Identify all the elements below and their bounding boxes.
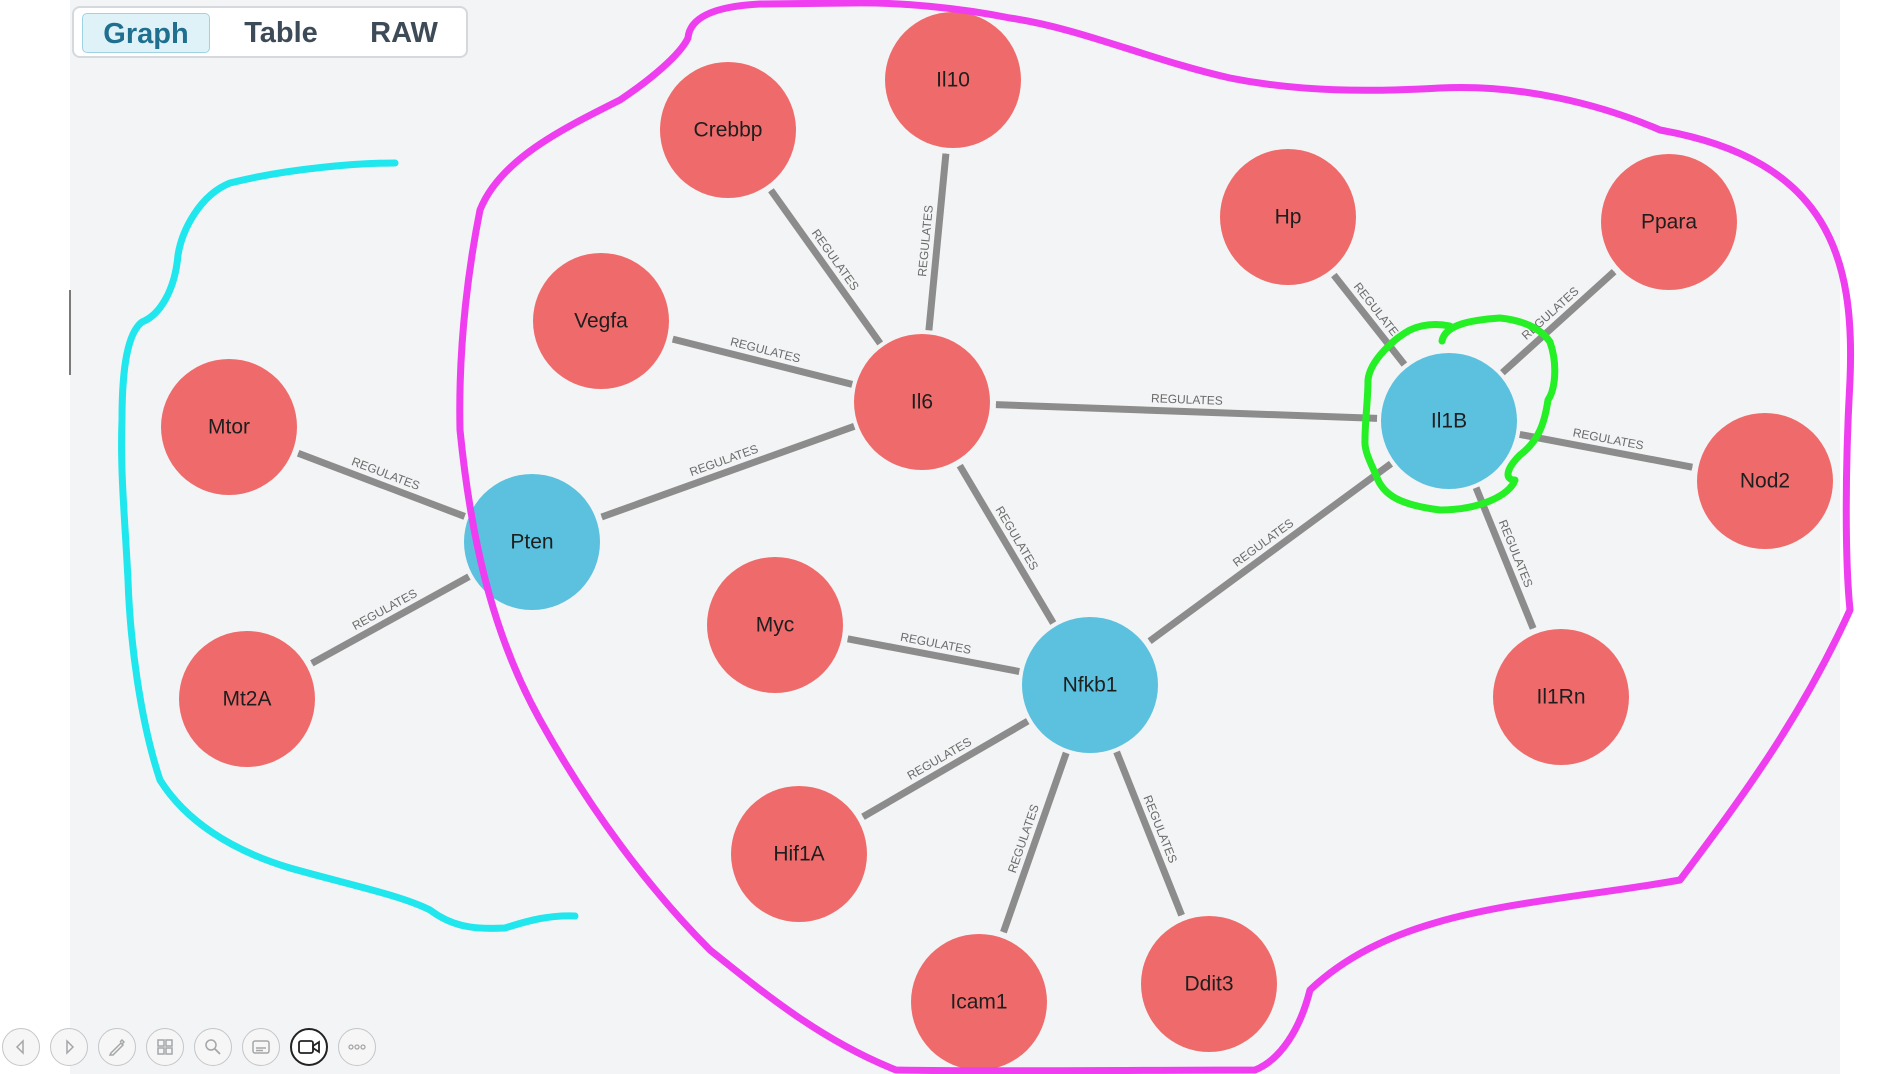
slides-grid-icon xyxy=(157,1039,173,1055)
node-label: Il6 xyxy=(911,391,933,414)
edge-il6-vegfa[interactable] xyxy=(671,335,854,388)
node-circle[interactable] xyxy=(1493,629,1629,765)
zoom-icon xyxy=(205,1039,221,1055)
node-crebbp[interactable]: Crebbp xyxy=(660,62,796,198)
node-circle[interactable] xyxy=(1697,413,1833,549)
node-label: Hif1A xyxy=(773,843,824,866)
node-mt2a[interactable]: Mt2A xyxy=(179,631,315,767)
previous-slide-button[interactable] xyxy=(2,1028,40,1066)
edge-nfkb1-ddit3[interactable] xyxy=(1113,750,1185,917)
edge-pten-mtor[interactable] xyxy=(296,449,466,520)
edge-il6-crebbp[interactable] xyxy=(768,188,884,346)
node-hif1a[interactable]: Hif1A xyxy=(731,786,867,922)
edge-il1b-nod2[interactable] xyxy=(1519,430,1693,471)
node-label: Myc xyxy=(756,614,795,637)
node-label: Pten xyxy=(510,531,553,554)
node-label: Icam1 xyxy=(950,991,1007,1014)
magenta-highlight-annotation xyxy=(456,0,1855,1074)
node-circle[interactable] xyxy=(854,334,990,470)
node-il10[interactable]: Il10 xyxy=(885,12,1021,148)
edge-il6-il10[interactable] xyxy=(925,153,950,331)
edge-il1b-nfkb1[interactable] xyxy=(1147,460,1394,644)
node-ppara[interactable]: Ppara xyxy=(1601,154,1737,290)
subtitles-button[interactable] xyxy=(242,1028,280,1066)
node-label: Mtor xyxy=(208,416,250,439)
node-il6[interactable]: Il6 xyxy=(854,334,990,470)
node-circle[interactable] xyxy=(911,934,1047,1070)
node-circle[interactable] xyxy=(179,631,315,767)
pen-icon xyxy=(108,1038,126,1056)
node-hp[interactable]: Hp xyxy=(1220,149,1356,285)
edge-nfkb1-hif1a[interactable] xyxy=(861,718,1030,820)
node-label: Hp xyxy=(1275,206,1302,229)
node-label: Nod2 xyxy=(1740,470,1790,493)
node-label: Ppara xyxy=(1641,211,1697,234)
node-label: Mt2A xyxy=(222,688,271,711)
subtitles-icon xyxy=(252,1040,270,1054)
tab-raw[interactable]: RAW xyxy=(370,17,438,49)
slides-grid-button[interactable] xyxy=(146,1028,184,1066)
node-label: Il1B xyxy=(1431,410,1467,433)
node-label: Crebbp xyxy=(694,119,763,142)
tab-table[interactable]: Table xyxy=(244,17,318,49)
edge-il6-pten[interactable] xyxy=(600,423,856,521)
previous-slide-icon xyxy=(15,1039,24,1055)
node-circle[interactable] xyxy=(464,474,600,610)
more-options-button[interactable] xyxy=(338,1028,376,1066)
node-nfkb1[interactable]: Nfkb1 xyxy=(1022,617,1158,753)
zoom-button[interactable] xyxy=(194,1028,232,1066)
node-label: Vegfa xyxy=(574,310,628,333)
node-circle[interactable] xyxy=(161,359,297,495)
node-label: Ddit3 xyxy=(1184,973,1233,996)
node-il1rn[interactable]: Il1Rn xyxy=(1493,629,1629,765)
node-pten[interactable]: Pten xyxy=(464,474,600,610)
edge-il1b-ppara[interactable] xyxy=(1500,269,1617,376)
edge-nfkb1-icam1[interactable] xyxy=(1000,751,1070,934)
cyan-highlight-annotation xyxy=(118,159,579,932)
node-icam1[interactable]: Icam1 xyxy=(911,934,1047,1070)
node-circle[interactable] xyxy=(1141,916,1277,1052)
node-label: Nfkb1 xyxy=(1063,674,1118,697)
edge-pten-mt2a[interactable] xyxy=(310,573,471,667)
more-options-icon xyxy=(348,1044,366,1050)
node-ddit3[interactable]: Ddit3 xyxy=(1141,916,1277,1052)
tab-graph[interactable]: Graph xyxy=(82,13,210,53)
edge-label: REGULATES xyxy=(1151,391,1223,408)
node-mtor[interactable]: Mtor xyxy=(161,359,297,495)
green-highlight-annotation xyxy=(1361,314,1559,514)
node-label: Il1Rn xyxy=(1536,686,1585,709)
node-nod2[interactable]: Nod2 xyxy=(1697,413,1833,549)
next-slide-button[interactable] xyxy=(50,1028,88,1066)
edge-label: REGULATES xyxy=(915,204,936,277)
pen-button[interactable] xyxy=(98,1028,136,1066)
edge-il1b-il1rn[interactable] xyxy=(1472,486,1537,630)
node-circle[interactable] xyxy=(731,786,867,922)
node-circle[interactable] xyxy=(1220,149,1356,285)
node-il1b[interactable]: Il1B xyxy=(1381,353,1517,489)
node-label: Il10 xyxy=(936,69,970,92)
next-slide-icon xyxy=(66,1039,75,1055)
node-vegfa[interactable]: Vegfa xyxy=(533,253,669,389)
edge-nfkb1-myc[interactable] xyxy=(847,635,1020,675)
graph-canvas[interactable] xyxy=(70,0,1840,1074)
node-circle[interactable] xyxy=(660,62,796,198)
node-circle[interactable] xyxy=(533,253,669,389)
node-circle[interactable] xyxy=(1601,154,1737,290)
node-circle[interactable] xyxy=(1381,353,1517,489)
camera-button[interactable] xyxy=(290,1028,328,1066)
node-circle[interactable] xyxy=(1022,617,1158,753)
view-mode-tabs: Graph Table RAW xyxy=(72,6,468,58)
node-myc[interactable]: Myc xyxy=(707,557,843,693)
node-circle[interactable] xyxy=(885,12,1021,148)
edge-nfkb1-il6[interactable] xyxy=(956,463,1057,625)
edge-il1b-hp[interactable] xyxy=(1331,272,1408,367)
edge-il1b-il6[interactable] xyxy=(995,401,1378,422)
camera-icon xyxy=(298,1040,320,1054)
node-circle[interactable] xyxy=(707,557,843,693)
